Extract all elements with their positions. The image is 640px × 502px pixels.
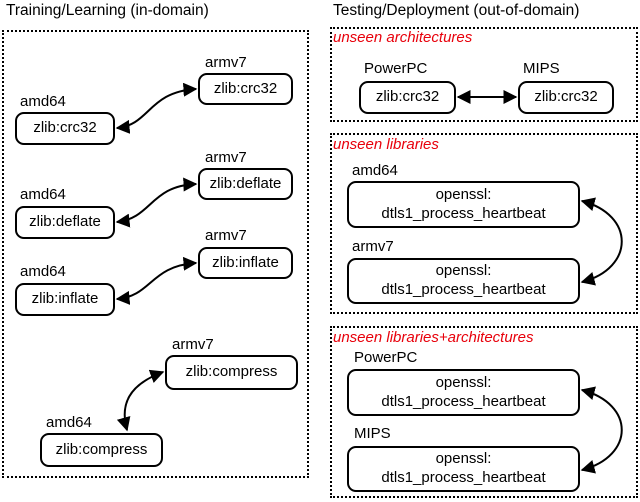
train-pair-1-left-fn: zlib:crc32 [15, 112, 115, 145]
train-pair-2-right-arch: armv7 [205, 149, 247, 166]
unseen-arch-left-arch: PowerPC [364, 60, 428, 77]
train-pair-3-right-fn: zlib:inflate [198, 247, 293, 279]
train-pair-1-right-fn: zlib:crc32 [198, 73, 293, 105]
unseen-libs-bottom-fn-line1: openssl: [435, 262, 492, 280]
unseen-both-top-fn-line1: openssl: [435, 373, 492, 391]
unseen-libs-top-fn: openssl:dtls1_process_heartbeat [347, 181, 580, 228]
unseen-libs-top-fn-line1: openssl: [435, 185, 492, 203]
unseen-arch-left-fn: zlib:crc32 [359, 81, 456, 114]
unseen-both-bottom-fn-line2: dtls1_process_heartbeat [381, 469, 546, 486]
train-pair-2-arrow [115, 177, 198, 228]
train-pair-1-arrow [115, 82, 198, 134]
unseen-arch-panel [330, 27, 638, 122]
train-pair-2-left-arch: amd64 [20, 186, 66, 203]
train-pair-4-left-arch: amd64 [46, 414, 92, 431]
train-pair-4-right-fn: zlib:compress [165, 355, 298, 390]
unseen-libs-top-arch: amd64 [352, 162, 398, 179]
unseen-both-bottom-arch: MIPS [354, 425, 391, 442]
train-pair-1-right-arch: armv7 [205, 54, 247, 71]
testing-heading: Testing/Deployment (out-of-domain) [333, 2, 580, 19]
train-pair-2-right-fn: zlib:deflate [198, 168, 293, 200]
unseen-libs-arrow [580, 197, 623, 286]
unseen-libs-bottom-fn-line2: dtls1_process_heartbeat [381, 281, 546, 298]
unseen-both-panel [330, 326, 638, 498]
training-panel [2, 30, 309, 478]
unseen-both-top-arch: PowerPC [354, 349, 418, 366]
unseen-arch-right-fn: zlib:crc32 [518, 81, 614, 114]
train-pair-3-left-arch: amd64 [20, 263, 66, 280]
train-pair-4-left-fn: zlib:compress [40, 433, 163, 467]
train-pair-3-arrow [115, 256, 198, 305]
unseen-both-top-fn-line2: dtls1_process_heartbeat [381, 392, 546, 410]
train-pair-3-right-arch: armv7 [205, 227, 247, 244]
train-pair-1-left-arch: amd64 [20, 93, 66, 110]
unseen-both-bottom-fn: openssl:dtls1_process_heartbeat [347, 446, 580, 492]
unseen-libs-bottom-fn: openssl:dtls1_process_heartbeat [347, 258, 580, 304]
unseen-arch-title: unseen architectures [333, 29, 473, 46]
unseen-libs-top-fn-line2: dtls1_process_heartbeat [381, 204, 546, 222]
unseen-both-bottom-fn-line1: openssl: [435, 450, 492, 468]
train-pair-2-left-fn: zlib:deflate [15, 206, 115, 239]
unseen-both-title: unseen libraries+architectures [333, 329, 534, 346]
training-heading: Training/Learning (in-domain) [6, 2, 209, 19]
train-pair-3-left-fn: zlib:inflate [15, 283, 115, 316]
unseen-both-top-fn: openssl:dtls1_process_heartbeat [347, 369, 580, 416]
unseen-libs-bottom-arch: armv7 [352, 238, 394, 255]
train-pair-4-right-arch: armv7 [172, 336, 214, 353]
unseen-arch-right-arch: MIPS [523, 60, 560, 77]
train-pair-4-arrow [116, 369, 165, 432]
unseen-libs-panel [330, 133, 638, 314]
unseen-both-arrow [580, 386, 623, 474]
unseen-libs-title: unseen libraries [333, 136, 439, 153]
